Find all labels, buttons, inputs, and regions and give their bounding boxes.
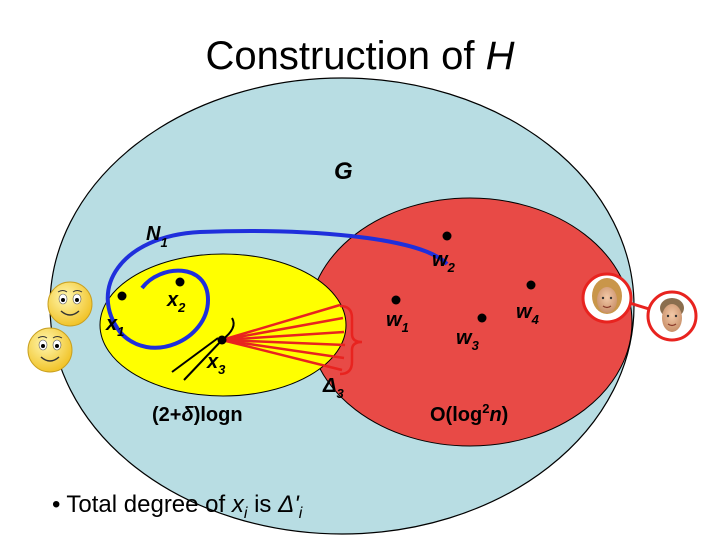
w2-label: w2 — [432, 249, 456, 275]
x2-label: x2 — [166, 289, 186, 315]
delta-label: Δ3 — [322, 375, 344, 401]
title-text: Construction of — [205, 34, 486, 78]
delta-edges — [221, 303, 346, 372]
left-region-ellipse — [99, 253, 347, 397]
node-x2 — [175, 277, 185, 287]
graph-g-label: G — [334, 158, 353, 185]
node-w3 — [477, 313, 487, 323]
node-w2 — [442, 231, 452, 241]
slide-title: Construction of H — [0, 34, 720, 79]
node-w1 — [391, 295, 401, 305]
left-size-label: (2+δ)logn — [152, 404, 243, 426]
x3-curve-left — [171, 337, 219, 373]
bullet-text: •Total degree of xi is Δ'i — [52, 491, 303, 522]
x3-curve-bottom — [183, 339, 223, 381]
right-size-label: O(log2n) — [430, 401, 508, 426]
person-photo-icon — [581, 272, 633, 324]
node-x1 — [117, 291, 127, 301]
delta-brace — [339, 304, 363, 376]
w3-label: w3 — [456, 327, 480, 353]
title-variable: H — [485, 34, 515, 78]
x1-label: x1 — [105, 313, 124, 339]
neighborhood-label: N1 — [146, 223, 168, 250]
node-x3 — [217, 335, 227, 345]
w4-label: w4 — [516, 301, 540, 327]
w1-label: w1 — [386, 309, 409, 335]
smiley-face-icon — [47, 281, 93, 327]
node-w4 — [526, 280, 536, 290]
person-photo-icon — [646, 290, 698, 342]
smiley-face-icon — [27, 327, 73, 373]
x3-label: x3 — [206, 351, 226, 377]
neighborhood-curve — [105, 229, 449, 350]
